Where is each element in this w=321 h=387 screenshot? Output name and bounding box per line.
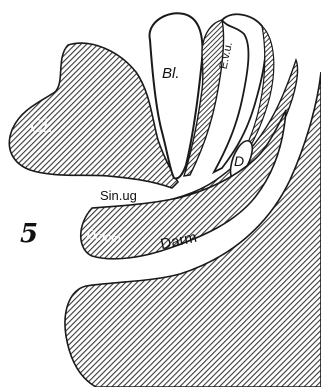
label-d: D <box>234 153 244 169</box>
label-cl: Cl. <box>30 116 53 137</box>
label-bl: Bl. <box>162 65 180 82</box>
label-sin-ug: Sin.ug <box>100 188 137 203</box>
figure-number: 5 <box>20 219 38 249</box>
